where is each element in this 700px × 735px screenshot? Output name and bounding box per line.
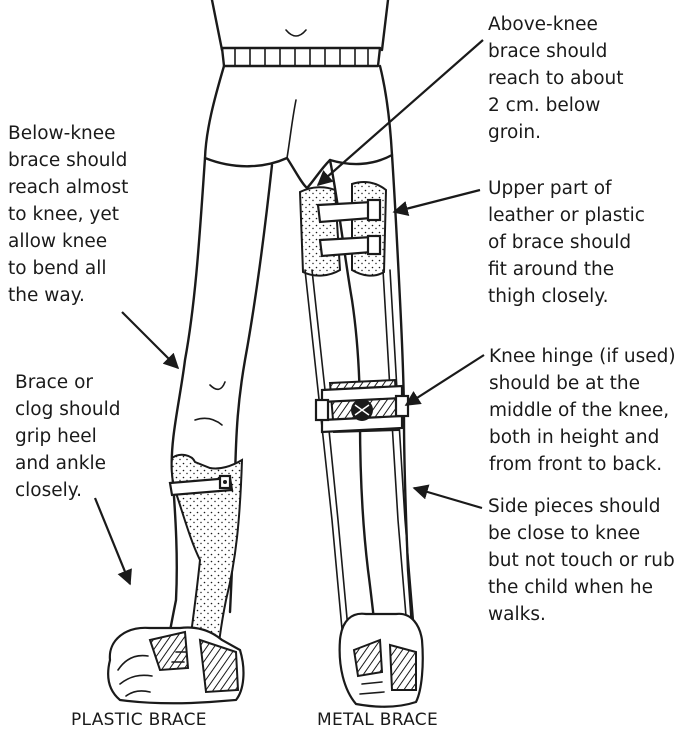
svg-text:thigh closely.: thigh closely. [488, 286, 608, 307]
svg-text:middle of the knee,: middle of the knee, [489, 400, 669, 421]
svg-text:and ankle: and ankle [15, 453, 106, 474]
svg-text:but not touch or rub: but not touch or rub [488, 550, 675, 571]
knee-hinge-line-3: middle of the knee, [489, 400, 669, 421]
child-figure [108, 0, 423, 707]
svg-text:leather or plastic: leather or plastic [488, 205, 645, 226]
arrow-knee-hinge [406, 355, 484, 405]
annotation-brace-clog: Brace or clog should grip heel and ankle… [15, 372, 121, 501]
upper-part-line-1: Upper part of [488, 178, 612, 199]
above-knee-line-4: 2 cm. below [488, 95, 600, 116]
below-knee-line-6: to bend all [8, 258, 107, 279]
svg-text:fit around the: fit around the [488, 259, 614, 280]
svg-text:to bend all: to bend all [8, 258, 107, 279]
caption-metal-brace: METAL BRACE [317, 710, 438, 730]
below-knee-line-2: brace should [8, 150, 127, 171]
svg-text:both in height and: both in height and [489, 427, 659, 448]
knee-hinge-line-4: both in height and [489, 427, 659, 448]
brace-clog-line-3: grip heel [15, 426, 97, 447]
above-knee-line-5: groin. [488, 122, 541, 143]
side-pieces-line-4: the child when he [488, 577, 653, 598]
svg-text:Side pieces should: Side pieces should [488, 496, 661, 517]
below-knee-line-4: to knee, yet [8, 204, 119, 225]
svg-text:2 cm. below: 2 cm. below [488, 95, 600, 116]
annotation-upper-part: Upper part of leather or plastic of brac… [488, 178, 645, 307]
annotation-above-knee: Above-knee brace should reach to about 2… [488, 14, 624, 143]
above-knee-line-2: brace should [488, 41, 607, 62]
svg-text:from front to back.: from front to back. [489, 454, 662, 475]
svg-text:groin.: groin. [488, 122, 541, 143]
svg-text:brace should: brace should [488, 41, 607, 62]
svg-text:reach almost: reach almost [8, 177, 128, 198]
side-pieces-line-2: be close to knee [488, 523, 640, 544]
knee-hinge-line-5: from front to back. [489, 454, 662, 475]
svg-text:allow knee: allow knee [8, 231, 107, 252]
leader-arrows [95, 40, 484, 584]
arrow-upper-part [394, 190, 480, 212]
annotation-knee-hinge: Knee hinge (if used) should be at the mi… [489, 346, 676, 475]
svg-text:be close to knee: be close to knee [488, 523, 640, 544]
above-knee-line-3: reach to about [488, 68, 624, 89]
svg-text:should be at the: should be at the [489, 373, 640, 394]
svg-text:Upper part of: Upper part of [488, 178, 612, 199]
side-pieces-line-5: walks. [488, 604, 546, 625]
svg-text:Below-knee: Below-knee [8, 123, 116, 144]
side-pieces-line-3: but not touch or rub [488, 550, 675, 571]
svg-text:grip heel: grip heel [15, 426, 97, 447]
brace-clog-line-2: clog should [15, 399, 121, 420]
svg-text:of brace should: of brace should [488, 232, 631, 253]
side-pieces-line-1: Side pieces should [488, 496, 661, 517]
svg-text:walks.: walks. [488, 604, 546, 625]
above-knee-line-1: Above-knee [488, 14, 598, 35]
upper-part-line-2: leather or plastic [488, 205, 645, 226]
arrow-side-pieces [414, 488, 482, 508]
svg-text:the child when he: the child when he [488, 577, 653, 598]
brace-clog-line-5: closely. [15, 480, 82, 501]
svg-text:reach to about: reach to about [488, 68, 624, 89]
svg-text:the way.: the way. [8, 285, 85, 306]
arrow-below-knee [122, 312, 178, 368]
metal-side-bar-left [305, 270, 343, 640]
thigh-cuff-back [352, 182, 386, 276]
thigh-cuff-front [300, 187, 340, 275]
annotation-side-pieces: Side pieces should be close to knee but … [488, 496, 675, 625]
below-knee-line-1: Below-knee [8, 123, 116, 144]
caption-plastic-brace: PLASTIC BRACE [71, 710, 207, 730]
below-knee-line-5: allow knee [8, 231, 107, 252]
annotation-below-knee: Below-knee brace should reach almost to … [8, 123, 128, 306]
svg-text:brace should: brace should [8, 150, 127, 171]
below-knee-line-3: reach almost [8, 177, 128, 198]
svg-text:to knee, yet: to knee, yet [8, 204, 119, 225]
knee-hinge-line-2: should be at the [489, 373, 640, 394]
svg-text:closely.: closely. [15, 480, 82, 501]
upper-part-line-4: fit around the [488, 259, 614, 280]
arrow-above-knee [318, 40, 483, 185]
knee-hinge-line-1: Knee hinge (if used) [489, 346, 676, 367]
svg-text:Brace or: Brace or [15, 372, 93, 393]
brace-clog-line-1: Brace or [15, 372, 93, 393]
arrow-brace-clog [95, 498, 130, 584]
svg-text:clog should: clog should [15, 399, 121, 420]
upper-part-line-3: of brace should [488, 232, 631, 253]
svg-text:Knee hinge (if used): Knee hinge (if used) [489, 346, 676, 367]
brace-clog-line-4: and ankle [15, 453, 106, 474]
below-knee-line-7: the way. [8, 285, 85, 306]
upper-part-line-5: thigh closely. [488, 286, 608, 307]
svg-text:Above-knee: Above-knee [488, 14, 598, 35]
